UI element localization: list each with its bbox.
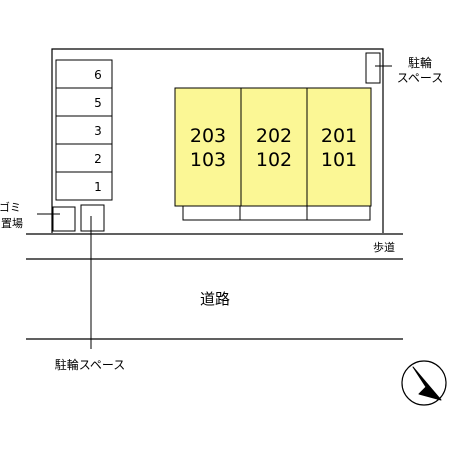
parking-slot <box>55 87 113 117</box>
bicycle-parking-bottom-label: 駐輪スペース <box>55 357 126 372</box>
parking-slot-number: 1 <box>94 180 102 194</box>
road-label: 道路 <box>200 290 230 308</box>
parking-slot-number: 2 <box>94 152 102 166</box>
unit-number-upper: 201 <box>321 125 357 147</box>
building-unit-block <box>240 87 308 207</box>
garbage-area-label: ゴミ <box>0 200 21 214</box>
unit-number-lower: 102 <box>256 149 292 171</box>
unit-number-upper: 203 <box>190 125 226 147</box>
parking-area: 6 5 3 2 1 <box>55 59 113 201</box>
building-unit-block <box>306 87 372 207</box>
parking-slot <box>55 171 113 201</box>
property-boundary <box>51 48 384 233</box>
north-arrow-icon <box>401 360 447 406</box>
apartment-building: 203 202 201 103 102 101 <box>174 87 372 221</box>
parking-slot <box>55 115 113 145</box>
unit-number-upper: 202 <box>256 125 292 147</box>
unit-number-lower: 101 <box>321 149 357 171</box>
unit-number-lower: 103 <box>190 149 226 171</box>
garbage-area-label: 置場 <box>1 217 23 230</box>
bicycle-parking-bottom-box <box>80 204 105 232</box>
parking-slot-number: 3 <box>94 124 102 138</box>
bicycle-parking-top: 駐輪 スペース <box>365 52 444 85</box>
garbage-area: ゴミ 置場 <box>0 200 76 232</box>
bicycle-parking-top-box <box>365 52 381 84</box>
bicycle-parking-top-label: 駐輪 <box>408 55 432 70</box>
bicycle-parking-bottom: 駐輪スペース <box>55 204 126 372</box>
bicycle-parking-top-label: スペース <box>397 71 444 85</box>
parking-slot-number: 5 <box>94 96 102 110</box>
building-unit-block <box>174 87 242 207</box>
parking-slot-number: 6 <box>94 68 102 82</box>
sidewalk-label: 歩道 <box>373 240 395 254</box>
garbage-area-box <box>52 206 76 232</box>
parking-slot <box>55 59 113 89</box>
building-base <box>182 204 371 221</box>
parking-slot <box>55 143 113 173</box>
